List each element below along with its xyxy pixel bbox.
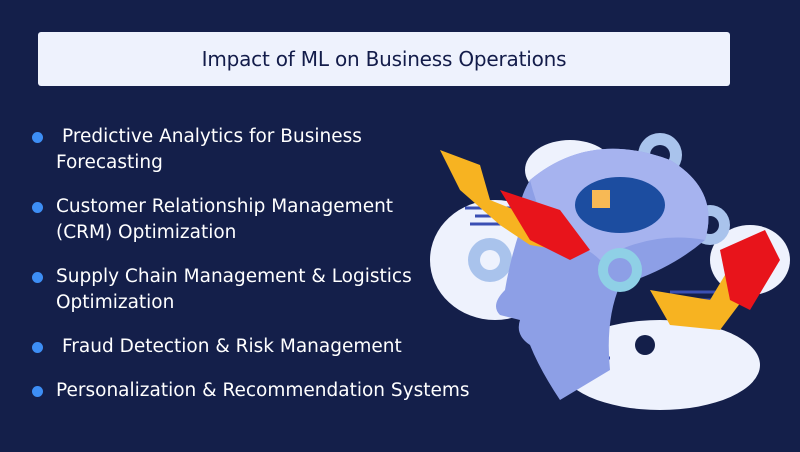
bullet-icon: [32, 202, 43, 213]
page-title: Impact of ML on Business Operations: [201, 47, 567, 71]
bullet-icon: [32, 272, 43, 283]
list-item: Personalization & Recommendation Systems: [32, 378, 502, 404]
bullet-icon: [32, 342, 43, 353]
list-item: Supply Chain Management & Logistics Opti…: [32, 264, 502, 316]
list-item: Customer Relationship Management (CRM) O…: [32, 194, 502, 246]
ai-head-gears-people-icon: [430, 133, 790, 410]
bullet-icon: [32, 386, 43, 397]
impact-list: Predictive Analytics for Business Foreca…: [32, 124, 502, 422]
bullet-icon: [32, 132, 43, 143]
list-item: Fraud Detection & Risk Management: [32, 334, 502, 360]
list-item: Predictive Analytics for Business Foreca…: [32, 124, 502, 176]
title-banner: Impact of ML on Business Operations: [38, 32, 730, 86]
